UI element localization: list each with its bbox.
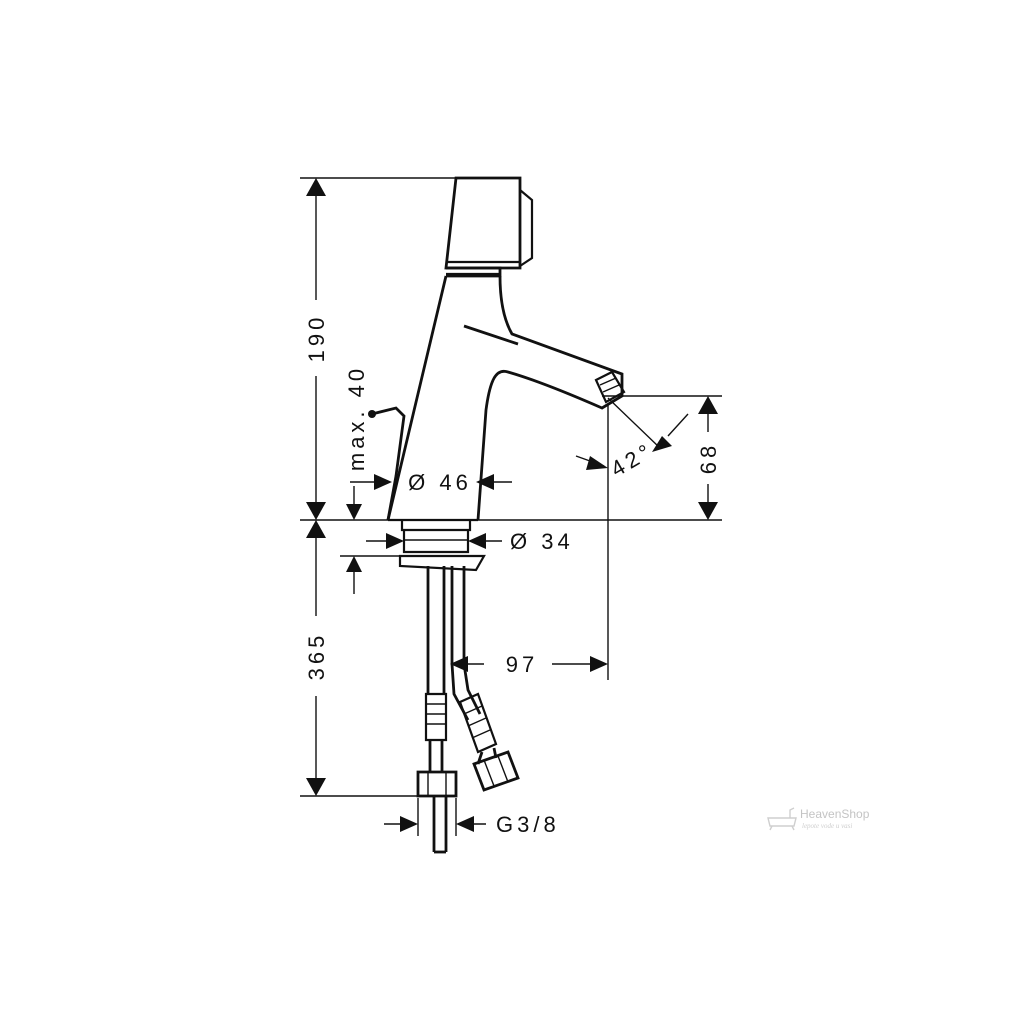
height-lower-label: 365: [304, 632, 329, 681]
pop-up-rod: [368, 406, 406, 521]
spout-angle-label: 42°: [606, 437, 658, 481]
bathtub-icon: [767, 807, 797, 831]
spout-height-label: 68: [696, 442, 721, 474]
dimension-lines: [300, 177, 722, 836]
watermark-logo: HeavenShop lepote vode u vasi: [767, 807, 870, 831]
watermark-tagline: lepote vode u vasi: [802, 822, 852, 830]
connection-thread-label: G3/8: [496, 812, 560, 837]
supply-hoses: [416, 566, 520, 854]
faucet-body: [386, 176, 626, 572]
watermark-brand: HeavenShop: [800, 807, 870, 821]
height-upper-label: 190: [304, 314, 329, 363]
max-stroke-label: max. 40: [344, 365, 369, 471]
body-diameter-label: Ø 46: [408, 470, 472, 495]
base-diameter-label: Ø 34: [510, 529, 574, 554]
reach-label: 97: [506, 652, 538, 677]
